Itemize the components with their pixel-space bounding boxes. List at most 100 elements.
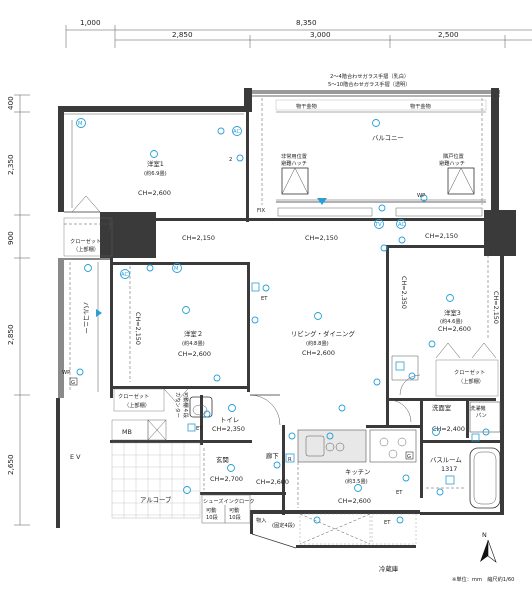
panel-icon bbox=[395, 361, 405, 371]
svg-text:AC: AC bbox=[398, 222, 405, 228]
svg-text:R: R bbox=[288, 457, 292, 463]
ceiling-light-icon bbox=[84, 264, 92, 272]
closet-left-sub: （上部棚） bbox=[73, 245, 99, 253]
ceiling-light-icon bbox=[354, 484, 362, 492]
glass-note-2: 5～10階合わせガラス手摺（透明） bbox=[328, 80, 410, 88]
hatch-right-label: 隣戸位置 bbox=[443, 152, 464, 160]
svg-text:ET: ET bbox=[384, 520, 391, 526]
wp-outlet-icon bbox=[420, 194, 428, 202]
living-area: (約8.8畳) bbox=[306, 339, 329, 347]
dim-left-d2: 2,350 bbox=[6, 154, 15, 175]
laundry-label: 洗濯機 bbox=[470, 404, 486, 412]
outlet-icon bbox=[482, 428, 490, 436]
outlet-icon bbox=[436, 488, 444, 496]
outlet-icon bbox=[326, 432, 334, 440]
toilet-area: カウンター 可動棚４段 トイレ CH=2,350 bbox=[174, 392, 281, 433]
room-living: リビング・ダイニング (約8.8畳) CH=2,600 bbox=[291, 329, 356, 357]
ceiling-light-icon bbox=[182, 306, 190, 314]
dim-overall-right: 8,350 bbox=[296, 18, 317, 27]
western3-name: 洋室3 bbox=[444, 308, 461, 317]
shoe-shelf2: 可動 bbox=[229, 506, 239, 514]
ceiling-light-icon bbox=[372, 119, 380, 127]
outlet-icon bbox=[380, 244, 388, 252]
ac-icon: AC bbox=[120, 269, 130, 279]
svg-text:WP: WP bbox=[62, 370, 70, 376]
toilet-ch: CH=2,350 bbox=[212, 425, 245, 433]
ceiling-light-icon bbox=[432, 428, 440, 436]
svg-text:ET: ET bbox=[261, 296, 268, 302]
western2-ch-side: CH=2,150 bbox=[134, 312, 142, 345]
bathroom-name: バスルーム bbox=[430, 456, 462, 464]
kitchen-name: キッチン bbox=[345, 468, 371, 476]
gas-icon bbox=[69, 377, 78, 386]
closet-w3-sub: （上部棚） bbox=[458, 377, 484, 385]
closet-left-label: クローゼット bbox=[70, 237, 101, 245]
ch-corridor-mid: CH=2,150 bbox=[305, 234, 338, 242]
room-western3: 洋室3 (約4.6畳) CH=2,600 CH=2,350 CH=2,150 ク… bbox=[391, 250, 500, 397]
kitchen-area: (約3.5畳) bbox=[345, 477, 368, 485]
outlet-icon bbox=[373, 378, 381, 386]
top-balcony: 物干金物 物干金物 バルコニー 非常用位置 避難ハッチ 隣戸位置 避難ハッチ F… bbox=[257, 98, 487, 217]
outlet-icon bbox=[236, 154, 244, 162]
ac-icon: AC bbox=[396, 219, 406, 229]
north-label: N bbox=[482, 531, 487, 539]
closet-w2-sub: （上部棚） bbox=[124, 401, 150, 409]
outlet-icon bbox=[203, 410, 211, 418]
outlet-icon bbox=[398, 236, 406, 244]
fridge-label: 冷蔵庫 bbox=[379, 564, 399, 573]
top-dimensions: 1,000 8,350 2,850 3,000 2,500 bbox=[65, 18, 532, 48]
scale-note: ※単位：mm 縮尺約1/60 bbox=[452, 575, 514, 583]
ceiling-light-icon bbox=[228, 404, 236, 412]
balcony-left: バルコニー bbox=[69, 262, 102, 392]
outlet-icon bbox=[408, 372, 416, 380]
outlet-icon bbox=[146, 264, 154, 272]
outlet-icon bbox=[396, 516, 404, 524]
hatch-left-label-2: 避難ハッチ bbox=[281, 159, 307, 167]
dim-seg-c: 2,500 bbox=[438, 30, 459, 39]
dim-overall-left: 1,000 bbox=[80, 18, 101, 27]
living-ch: CH=2,600 bbox=[302, 349, 335, 357]
hatch-right-label-2: 避難ハッチ bbox=[439, 159, 465, 167]
symbols: M AC 2 WP TV AC AC M WP G ET bbox=[62, 118, 490, 526]
svg-text:2: 2 bbox=[229, 157, 232, 163]
closet-left: クローゼット （上部棚） bbox=[63, 217, 113, 257]
kitchen-ch: CH=2,600 bbox=[338, 497, 371, 505]
shoe-shelf1: 可動 bbox=[206, 506, 216, 514]
storage-label: 物入 bbox=[256, 516, 266, 524]
dim-left-d1: 400 bbox=[6, 96, 15, 110]
ch-w3-right: CH=2,150 bbox=[492, 291, 500, 324]
shoe-shelf2b: 10段 bbox=[229, 513, 241, 521]
svg-text:ET: ET bbox=[396, 490, 403, 496]
laundry-pole-1: 物干金物 bbox=[296, 102, 317, 110]
svg-text:G: G bbox=[407, 454, 411, 460]
hatch-left-label: 非常用位置 bbox=[281, 152, 307, 160]
counter-sub: 可動棚４段 bbox=[182, 392, 190, 418]
bathroom-size: 1317 bbox=[441, 465, 457, 473]
entrance-name: 玄関 bbox=[216, 455, 229, 464]
fix-label: FIX bbox=[257, 208, 266, 214]
room-western1: 洋室1 (約6.9畳) CH=2,600 bbox=[64, 113, 244, 230]
balcony-left-arrow-icon bbox=[96, 309, 102, 317]
western3-area: (約4.6畳) bbox=[440, 317, 463, 325]
ceiling-light-icon bbox=[314, 312, 322, 320]
closet-w2-label: クローゼット bbox=[118, 392, 149, 400]
dim-seg-b: 3,000 bbox=[310, 30, 331, 39]
room-kitchen: キッチン (約3.5畳) CH=2,600 冷蔵庫 bbox=[297, 429, 417, 573]
living-name: リビング・ダイニング bbox=[291, 329, 356, 338]
laundry-sub: パン bbox=[476, 412, 487, 419]
outlet-icon bbox=[313, 516, 321, 524]
svg-text:AC: AC bbox=[121, 272, 128, 278]
outlet-icon bbox=[288, 432, 296, 440]
outlet-icon bbox=[378, 204, 386, 212]
ceiling-light-icon bbox=[183, 486, 191, 494]
tv-outlet-icon: TV bbox=[374, 219, 384, 229]
hall-ch: CH=2,600 bbox=[256, 478, 289, 486]
outlet-icon bbox=[402, 474, 410, 482]
dim-left-d3: 900 bbox=[6, 231, 15, 245]
room-western2: 洋室２ (約4.8畳) CH=2,600 CH=2,150 クローゼット （上部… bbox=[113, 266, 211, 412]
outlet-icon bbox=[273, 461, 281, 469]
ceiling-light-icon bbox=[446, 294, 454, 302]
svg-text:WP: WP bbox=[417, 193, 425, 199]
